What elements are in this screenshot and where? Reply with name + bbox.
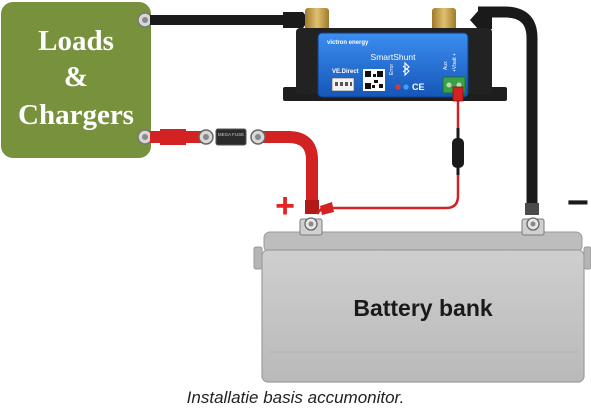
battery-bank: Battery bank [253,231,591,383]
positive-polarity-marker: + [275,187,295,225]
vbatt-sense-wire [316,86,464,215]
inline-fuse-icon [452,128,464,175]
bluetooth-icon [402,61,410,77]
error-led-label: Error [389,64,395,75]
shunt-bolt-right [432,8,456,34]
loads-label: Loads [38,25,114,57]
vedirect-label: VE.Direct [332,69,359,75]
loads-positive-terminal [137,129,153,145]
loads-chargers-box: Loads & Chargers [1,2,151,158]
chargers-label: Chargers [18,99,134,131]
error-led [395,84,401,90]
loads-negative-terminal [137,12,153,28]
figure-caption: Installatie basis accumonitor. [186,388,405,407]
shunt-brand: victron energy [327,40,369,46]
vbatt-label: +Vbatt + [452,53,458,72]
negative-cable-loads [150,12,309,28]
ampersand-label: & [64,61,88,93]
mega-fuse: MEGA FUSE [198,128,266,146]
smartshunt: victron energy SmartShunt VE.Direct Erro… [283,8,507,101]
shunt-bolt-left [305,8,329,34]
battery-positive-terminal [299,217,323,236]
aux-label: Aux [443,61,449,70]
ce-mark-icon: CE [412,82,425,92]
fuse-label: MEGA FUSE [218,132,244,137]
negative-cable-battery [470,6,539,215]
negative-polarity-marker: − [567,182,589,224]
qr-code-icon [363,69,385,91]
shunt-model: SmartShunt [371,52,417,62]
battery-label: Battery bank [353,295,493,321]
battery-negative-terminal [521,217,545,236]
status-led [403,84,409,90]
